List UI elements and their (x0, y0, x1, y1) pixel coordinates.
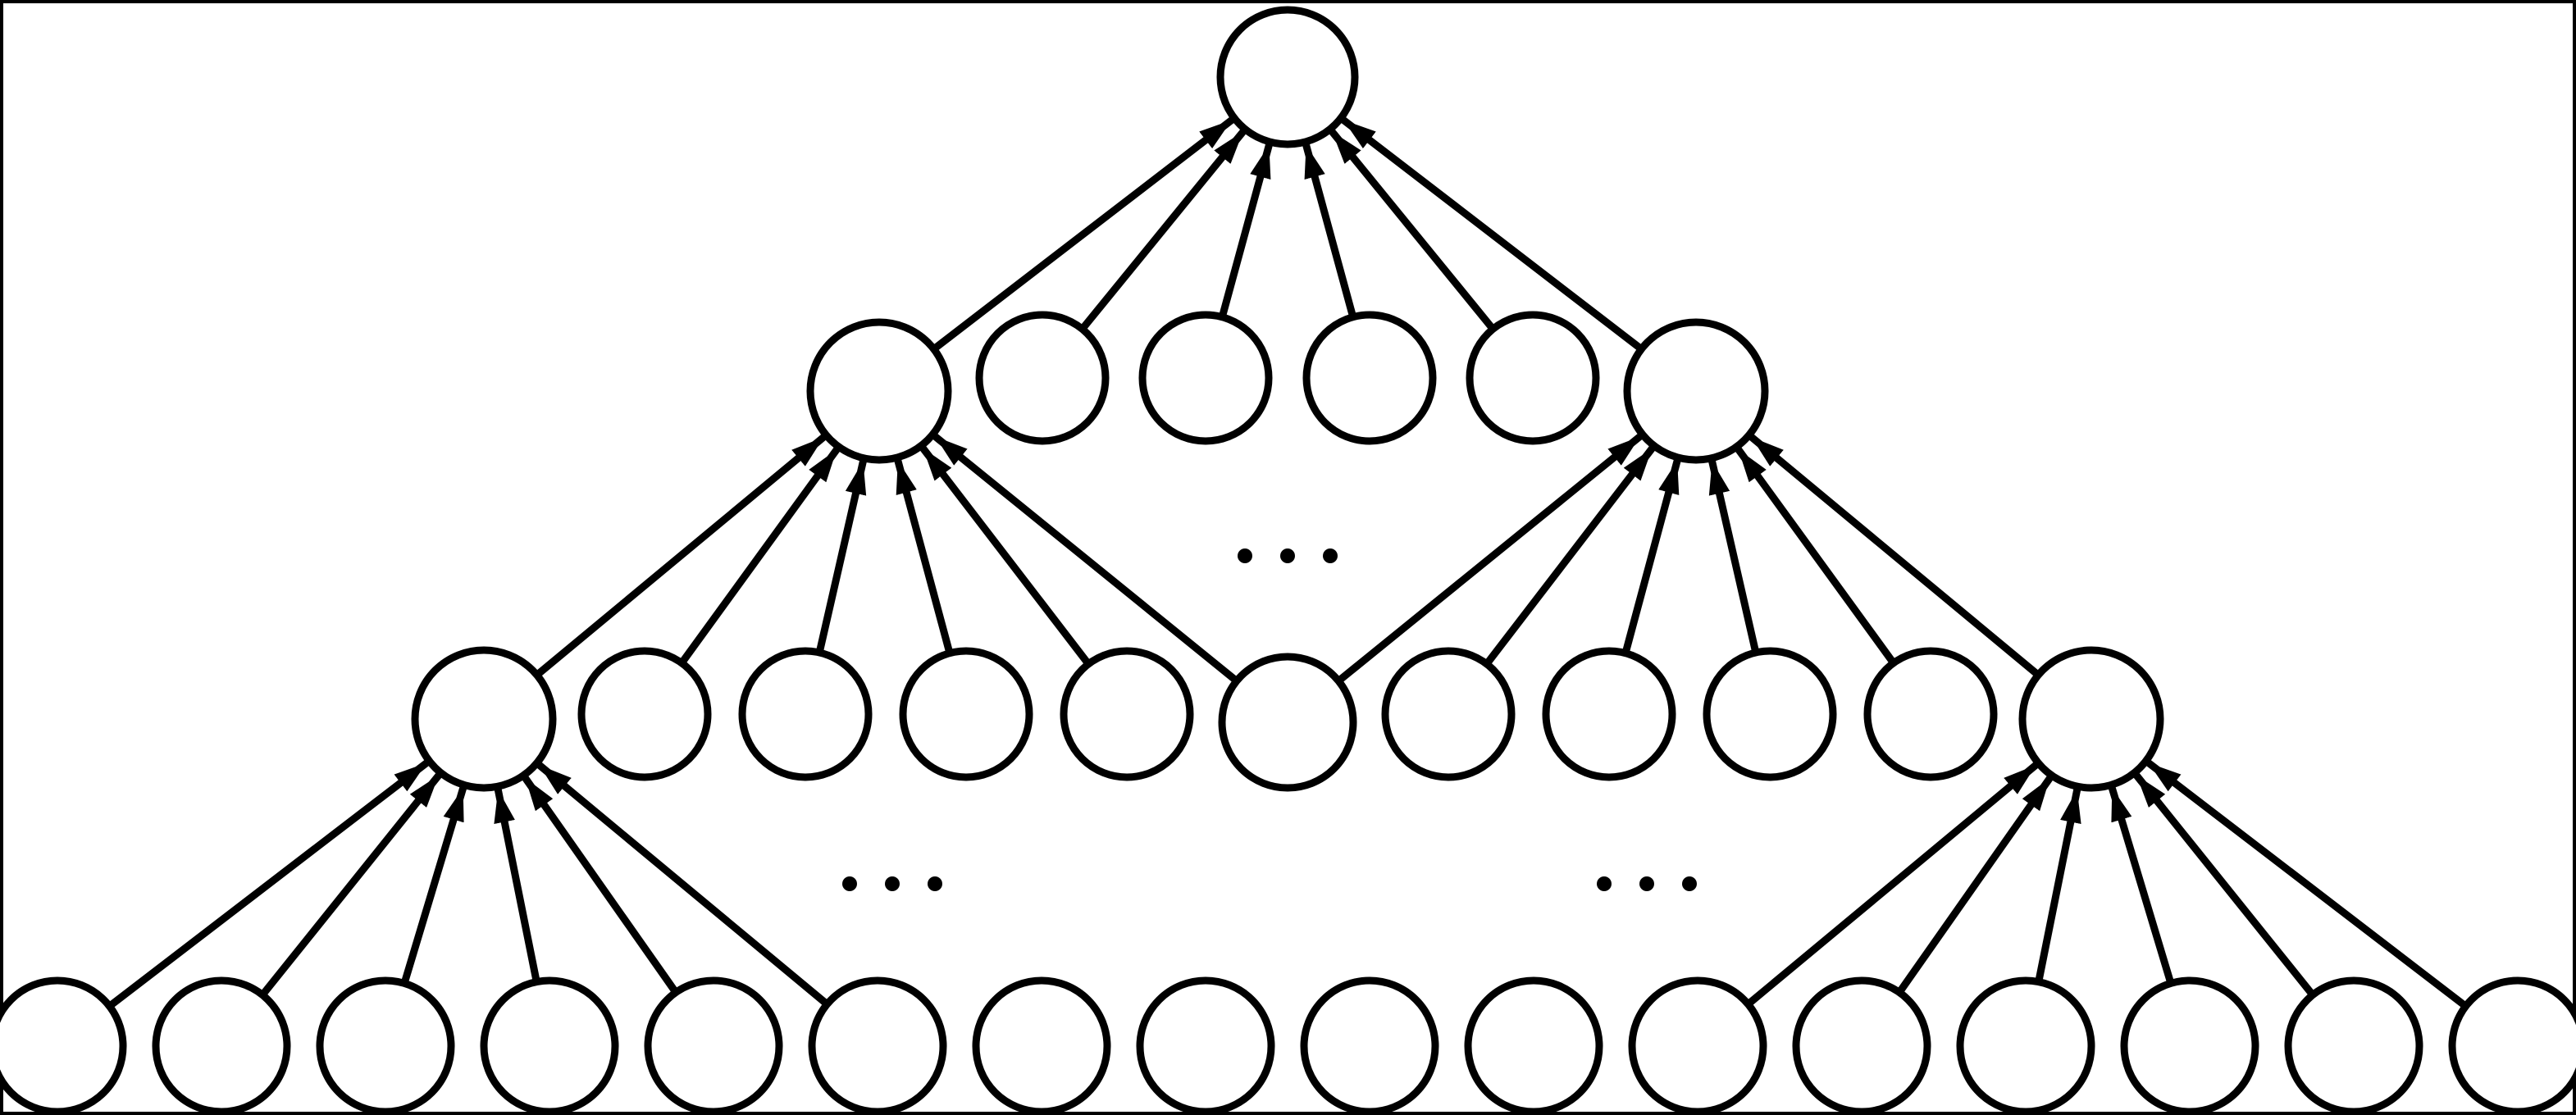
node-L4-1 (0, 976, 127, 1115)
node-L4-7 (972, 976, 1111, 1115)
node-L4-8 (1136, 976, 1275, 1115)
edge-L3-9-to-L2-6 (1708, 460, 1760, 653)
edge-L3-3-to-L2-1 (815, 460, 867, 653)
node-L3-2 (577, 647, 712, 781)
node-L3-3 (738, 647, 873, 781)
edge-L4-2-to-L3-1 (259, 772, 442, 998)
edge-L3-2-to-L2-1 (678, 447, 840, 666)
node-L4-6 (808, 976, 947, 1115)
node-L3-1 (411, 646, 557, 792)
edge-L4-14-to-L3-11 (2109, 786, 2175, 985)
node-L3-10 (1863, 647, 1998, 781)
edge-L2-5-to-L1-1 (1329, 129, 1496, 332)
node-L2-2 (975, 311, 1110, 445)
edge-L4-12-to-L3-11 (1896, 776, 2054, 995)
edge-L4-3-to-L3-1 (400, 786, 467, 985)
node-L4-10 (1464, 976, 1603, 1115)
edge-L3-8-to-L2-6 (1621, 459, 1681, 654)
node-L4-5 (644, 976, 783, 1115)
node-L4-4 (480, 976, 619, 1115)
node-L3-4 (899, 647, 1033, 781)
ellipsis-dot-bottom-right (1597, 876, 1612, 891)
node-L2-1 (806, 318, 952, 464)
node-L2-5 (1466, 311, 1600, 445)
edge-L4-4-to-L3-1 (494, 789, 540, 983)
node-L1-1 (1216, 6, 1359, 148)
node-L2-4 (1302, 311, 1437, 445)
node-L3-8 (1542, 647, 1676, 781)
edge-L2-6-to-L1-1 (1341, 116, 1644, 353)
edge-L3-1-to-L2-1 (534, 434, 827, 678)
node-L3-6 (1218, 653, 1357, 792)
ellipsis-dot-middle (1280, 548, 1295, 563)
ellipsis-dot-bottom-left (885, 876, 900, 891)
edge-L3-4-to-L2-1 (894, 459, 954, 654)
edge-L4-1-to-L3-1 (107, 760, 429, 1009)
edge-L3-6-to-L2-1 (932, 433, 1239, 685)
ellipsis-dot-middle (1238, 548, 1252, 563)
node-L4-9 (1300, 976, 1439, 1115)
edge-L4-6-to-L3-1 (536, 762, 830, 1008)
edge-L4-15-to-L3-11 (2133, 772, 2316, 998)
node-L4-15 (2284, 976, 2423, 1115)
node-L4-2 (152, 976, 291, 1115)
edge-L3-6-to-L2-6 (1336, 433, 1643, 685)
edge-L4-11-to-L3-11 (1745, 762, 2039, 1008)
node-L3-9 (1703, 647, 1837, 781)
node-L3-11 (2018, 646, 2164, 792)
ellipsis-dot-bottom-right (1682, 876, 1697, 891)
ellipsis-dot-middle (1323, 548, 1338, 563)
node-L4-13 (1956, 976, 2095, 1115)
edge-L3-5-to-L2-1 (919, 446, 1092, 667)
node-L3-7 (1381, 647, 1516, 781)
ellipsis-dot-bottom-left (928, 876, 942, 891)
edge-L2-2-to-L1-1 (1079, 129, 1247, 332)
edge-L4-16-to-L3-11 (2146, 760, 2469, 1009)
edge-L2-3-to-L1-1 (1218, 143, 1273, 318)
edge-L2-4-to-L1-1 (1302, 143, 1357, 318)
ellipsis-dot-bottom-right (1639, 876, 1654, 891)
edge-L3-10-to-L2-6 (1735, 447, 1897, 666)
edge-L4-13-to-L3-11 (2035, 789, 2081, 983)
ellipsis-dot-bottom-left (842, 876, 857, 891)
node-L4-14 (2120, 976, 2259, 1115)
node-L4-11 (1628, 976, 1767, 1115)
node-L3-5 (1060, 647, 1194, 781)
edge-L3-7-to-L2-6 (1484, 446, 1656, 667)
node-L2-6 (1623, 318, 1769, 464)
edge-L2-1-to-L1-1 (931, 116, 1234, 353)
node-L4-16 (2448, 976, 2576, 1115)
edge-L3-11-to-L2-6 (1748, 434, 2041, 678)
node-L2-3 (1138, 311, 1273, 445)
node-L4-3 (316, 976, 455, 1115)
edge-L4-5-to-L3-1 (522, 776, 679, 995)
node-L4-12 (1792, 976, 1931, 1115)
